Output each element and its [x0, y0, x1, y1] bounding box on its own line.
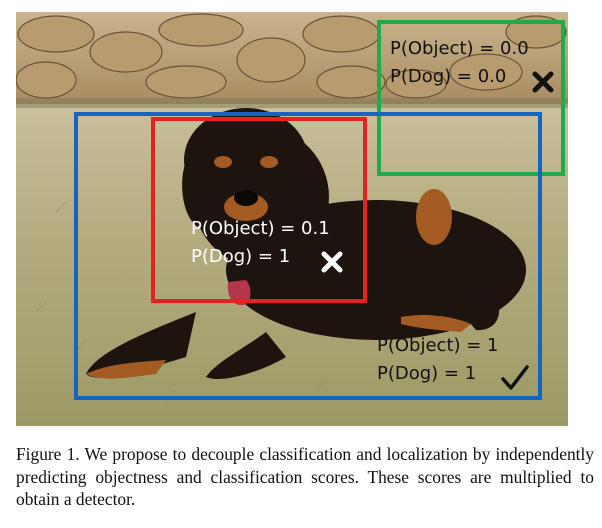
blue-box-scores: P(Object) = 1 P(Dog) = 1 — [377, 332, 499, 388]
red-classification: P(Dog) = 1 — [191, 246, 291, 267]
figure-caption: Figure 1. We propose to decouple classif… — [16, 444, 594, 509]
red-box-scores: P(Object) = 0.1 P(Dog) = 1 — [191, 215, 330, 271]
dog-photo-illustration — [16, 12, 568, 426]
bbox-blue — [74, 112, 542, 400]
blue-classification: P(Dog) = 1 — [377, 363, 477, 384]
green-box-scores: P(Object) = 0.0 P(Dog) = 0.0 — [390, 35, 529, 91]
figure-photo: P(Object) = 0.0 P(Dog) = 0.0 P(Object) =… — [16, 12, 568, 426]
cross-icon — [532, 71, 554, 93]
bbox-red — [151, 117, 367, 303]
blue-objectness: P(Object) = 1 — [377, 335, 499, 356]
red-objectness: P(Object) = 0.1 — [191, 218, 330, 239]
bbox-green — [377, 20, 565, 176]
cross-icon — [321, 251, 343, 273]
green-classification: P(Dog) = 0.0 — [390, 66, 507, 87]
green-objectness: P(Object) = 0.0 — [390, 38, 529, 59]
checkmark-icon — [501, 365, 529, 390]
